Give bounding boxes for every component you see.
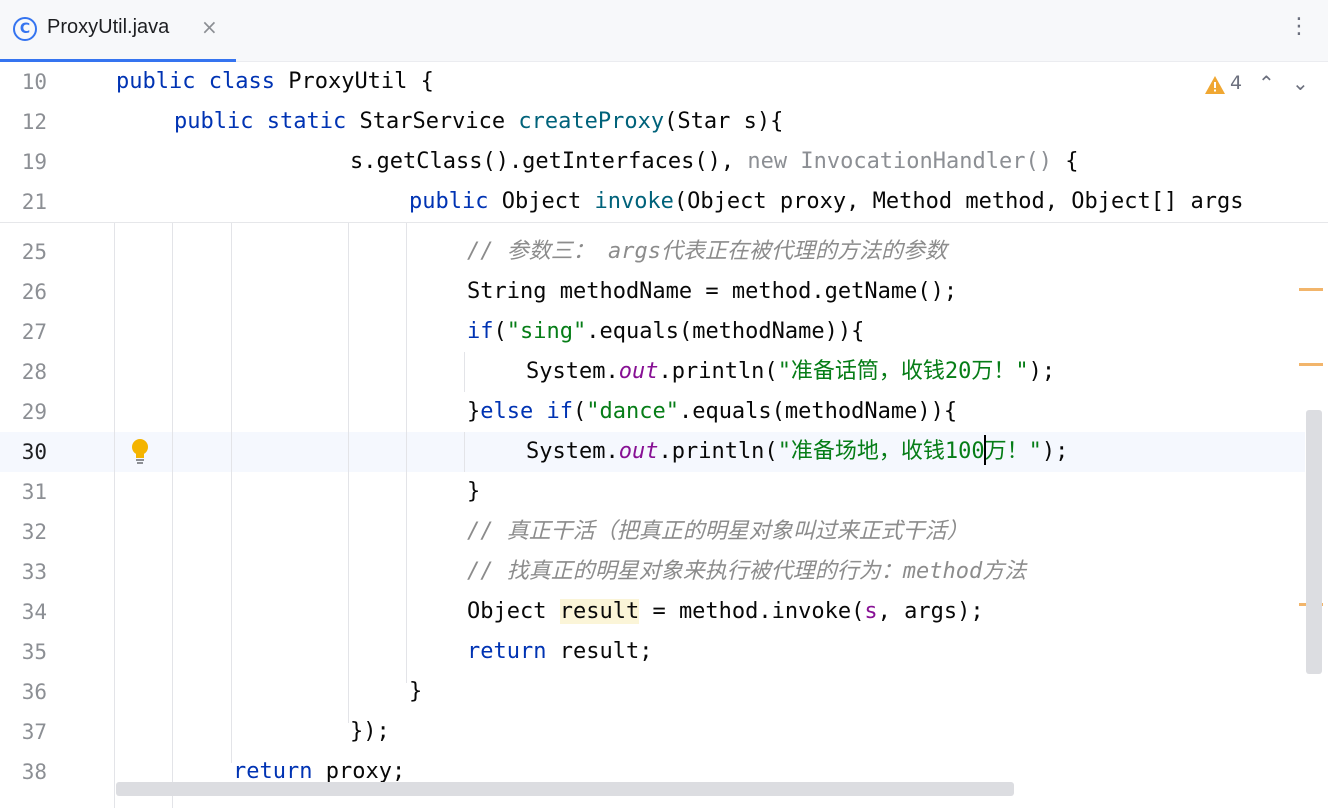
current-line-highlight bbox=[0, 432, 1305, 472]
line-number: 34 bbox=[21, 600, 47, 624]
code-line[interactable]: 29 }else if("dance".equals(methodName)){ bbox=[0, 392, 1328, 432]
indent-guide bbox=[172, 223, 173, 808]
warning-triangle-icon bbox=[1205, 76, 1225, 94]
line-number: 21 bbox=[21, 190, 47, 214]
previous-highlight-icon[interactable]: ⌃ bbox=[1258, 71, 1275, 95]
vertical-scrollbar[interactable] bbox=[1306, 410, 1322, 674]
usage-highlight: result bbox=[559, 599, 640, 624]
java-class-icon: C bbox=[13, 17, 37, 41]
line-number: 31 bbox=[21, 480, 47, 504]
indent-guide bbox=[464, 432, 465, 472]
code-line[interactable]: 10 public class ProxyUtil { bbox=[0, 62, 1328, 102]
code-line[interactable]: 25 // 参数三： args代表正在被代理的方法的参数 bbox=[0, 232, 1328, 272]
code-line[interactable]: 35 return result; bbox=[0, 632, 1328, 672]
code-line[interactable]: 28 System.out.println("准备话筒，收钱20万！"); bbox=[0, 352, 1328, 392]
line-number: 38 bbox=[21, 760, 47, 784]
code-line[interactable]: 38 return proxy; bbox=[0, 752, 1328, 792]
code-line[interactable]: 33 // 找真正的明星对象来执行被代理的行为：method方法 bbox=[0, 552, 1328, 592]
code-line[interactable]: 26 String methodName = method.getName(); bbox=[0, 272, 1328, 312]
indent-guide bbox=[406, 223, 407, 683]
error-stripe-marker[interactable] bbox=[1299, 288, 1323, 291]
code-line[interactable]: 32 // 真正干活（把真正的明星对象叫过来正式干活） bbox=[0, 512, 1328, 552]
code-line[interactable]: 36 } bbox=[0, 672, 1328, 712]
line-number: 37 bbox=[21, 720, 47, 744]
code-line[interactable]: 19 s.getClass().getInterfaces(), new Inv… bbox=[0, 142, 1328, 182]
line-number: 26 bbox=[21, 280, 47, 304]
code-line[interactable]: 21 public Object invoke(Object proxy, Me… bbox=[0, 182, 1328, 222]
line-number: 36 bbox=[21, 680, 47, 704]
editor-tab-bar: C ProxyUtil.java × ⋮ bbox=[0, 0, 1328, 63]
horizontal-scrollbar[interactable] bbox=[116, 782, 1014, 796]
code-line-current[interactable]: 30 System.out.println("准备场地，收钱100万！"); bbox=[0, 432, 1328, 472]
line-number: 33 bbox=[21, 560, 47, 584]
more-options-icon[interactable]: ⋮ bbox=[1288, 14, 1310, 39]
sticky-scroll-header: 10 public class ProxyUtil { 12 public st… bbox=[0, 62, 1328, 223]
code-line[interactable]: 12 public static StarService createProxy… bbox=[0, 102, 1328, 142]
line-number: 29 bbox=[21, 400, 47, 424]
code-line[interactable]: 31 } bbox=[0, 472, 1328, 512]
warning-count: 4 bbox=[1230, 72, 1243, 94]
indent-guide bbox=[348, 223, 349, 723]
line-number: 32 bbox=[21, 520, 47, 544]
line-number: 12 bbox=[21, 110, 47, 134]
code-line[interactable]: 37 }); bbox=[0, 712, 1328, 752]
error-stripe-marker[interactable] bbox=[1299, 363, 1323, 366]
code-line[interactable]: 34 Object result = method.invoke(s, args… bbox=[0, 592, 1328, 632]
close-icon[interactable]: × bbox=[201, 15, 218, 39]
tab-title: ProxyUtil.java bbox=[47, 16, 170, 38]
line-number: 27 bbox=[21, 320, 47, 344]
indent-guide bbox=[464, 352, 465, 392]
lightbulb-icon[interactable] bbox=[130, 438, 150, 466]
indent-guide bbox=[114, 223, 115, 808]
line-number: 19 bbox=[21, 150, 47, 174]
line-number: 30 bbox=[21, 440, 47, 464]
indent-guide bbox=[231, 223, 232, 763]
text-caret bbox=[983, 435, 986, 465]
tab-proxyutil-java[interactable]: C ProxyUtil.java × bbox=[0, 0, 236, 63]
active-tab-indicator bbox=[0, 59, 236, 63]
code-line[interactable]: 27 if("sing".equals(methodName)){ bbox=[0, 312, 1328, 352]
line-number: 35 bbox=[21, 640, 47, 664]
next-highlight-icon[interactable]: ⌄ bbox=[1292, 71, 1309, 95]
code-editor[interactable]: 10 public class ProxyUtil { 12 public st… bbox=[0, 62, 1328, 808]
line-number: 28 bbox=[21, 360, 47, 384]
line-number: 25 bbox=[21, 240, 47, 264]
line-number: 10 bbox=[21, 70, 47, 94]
